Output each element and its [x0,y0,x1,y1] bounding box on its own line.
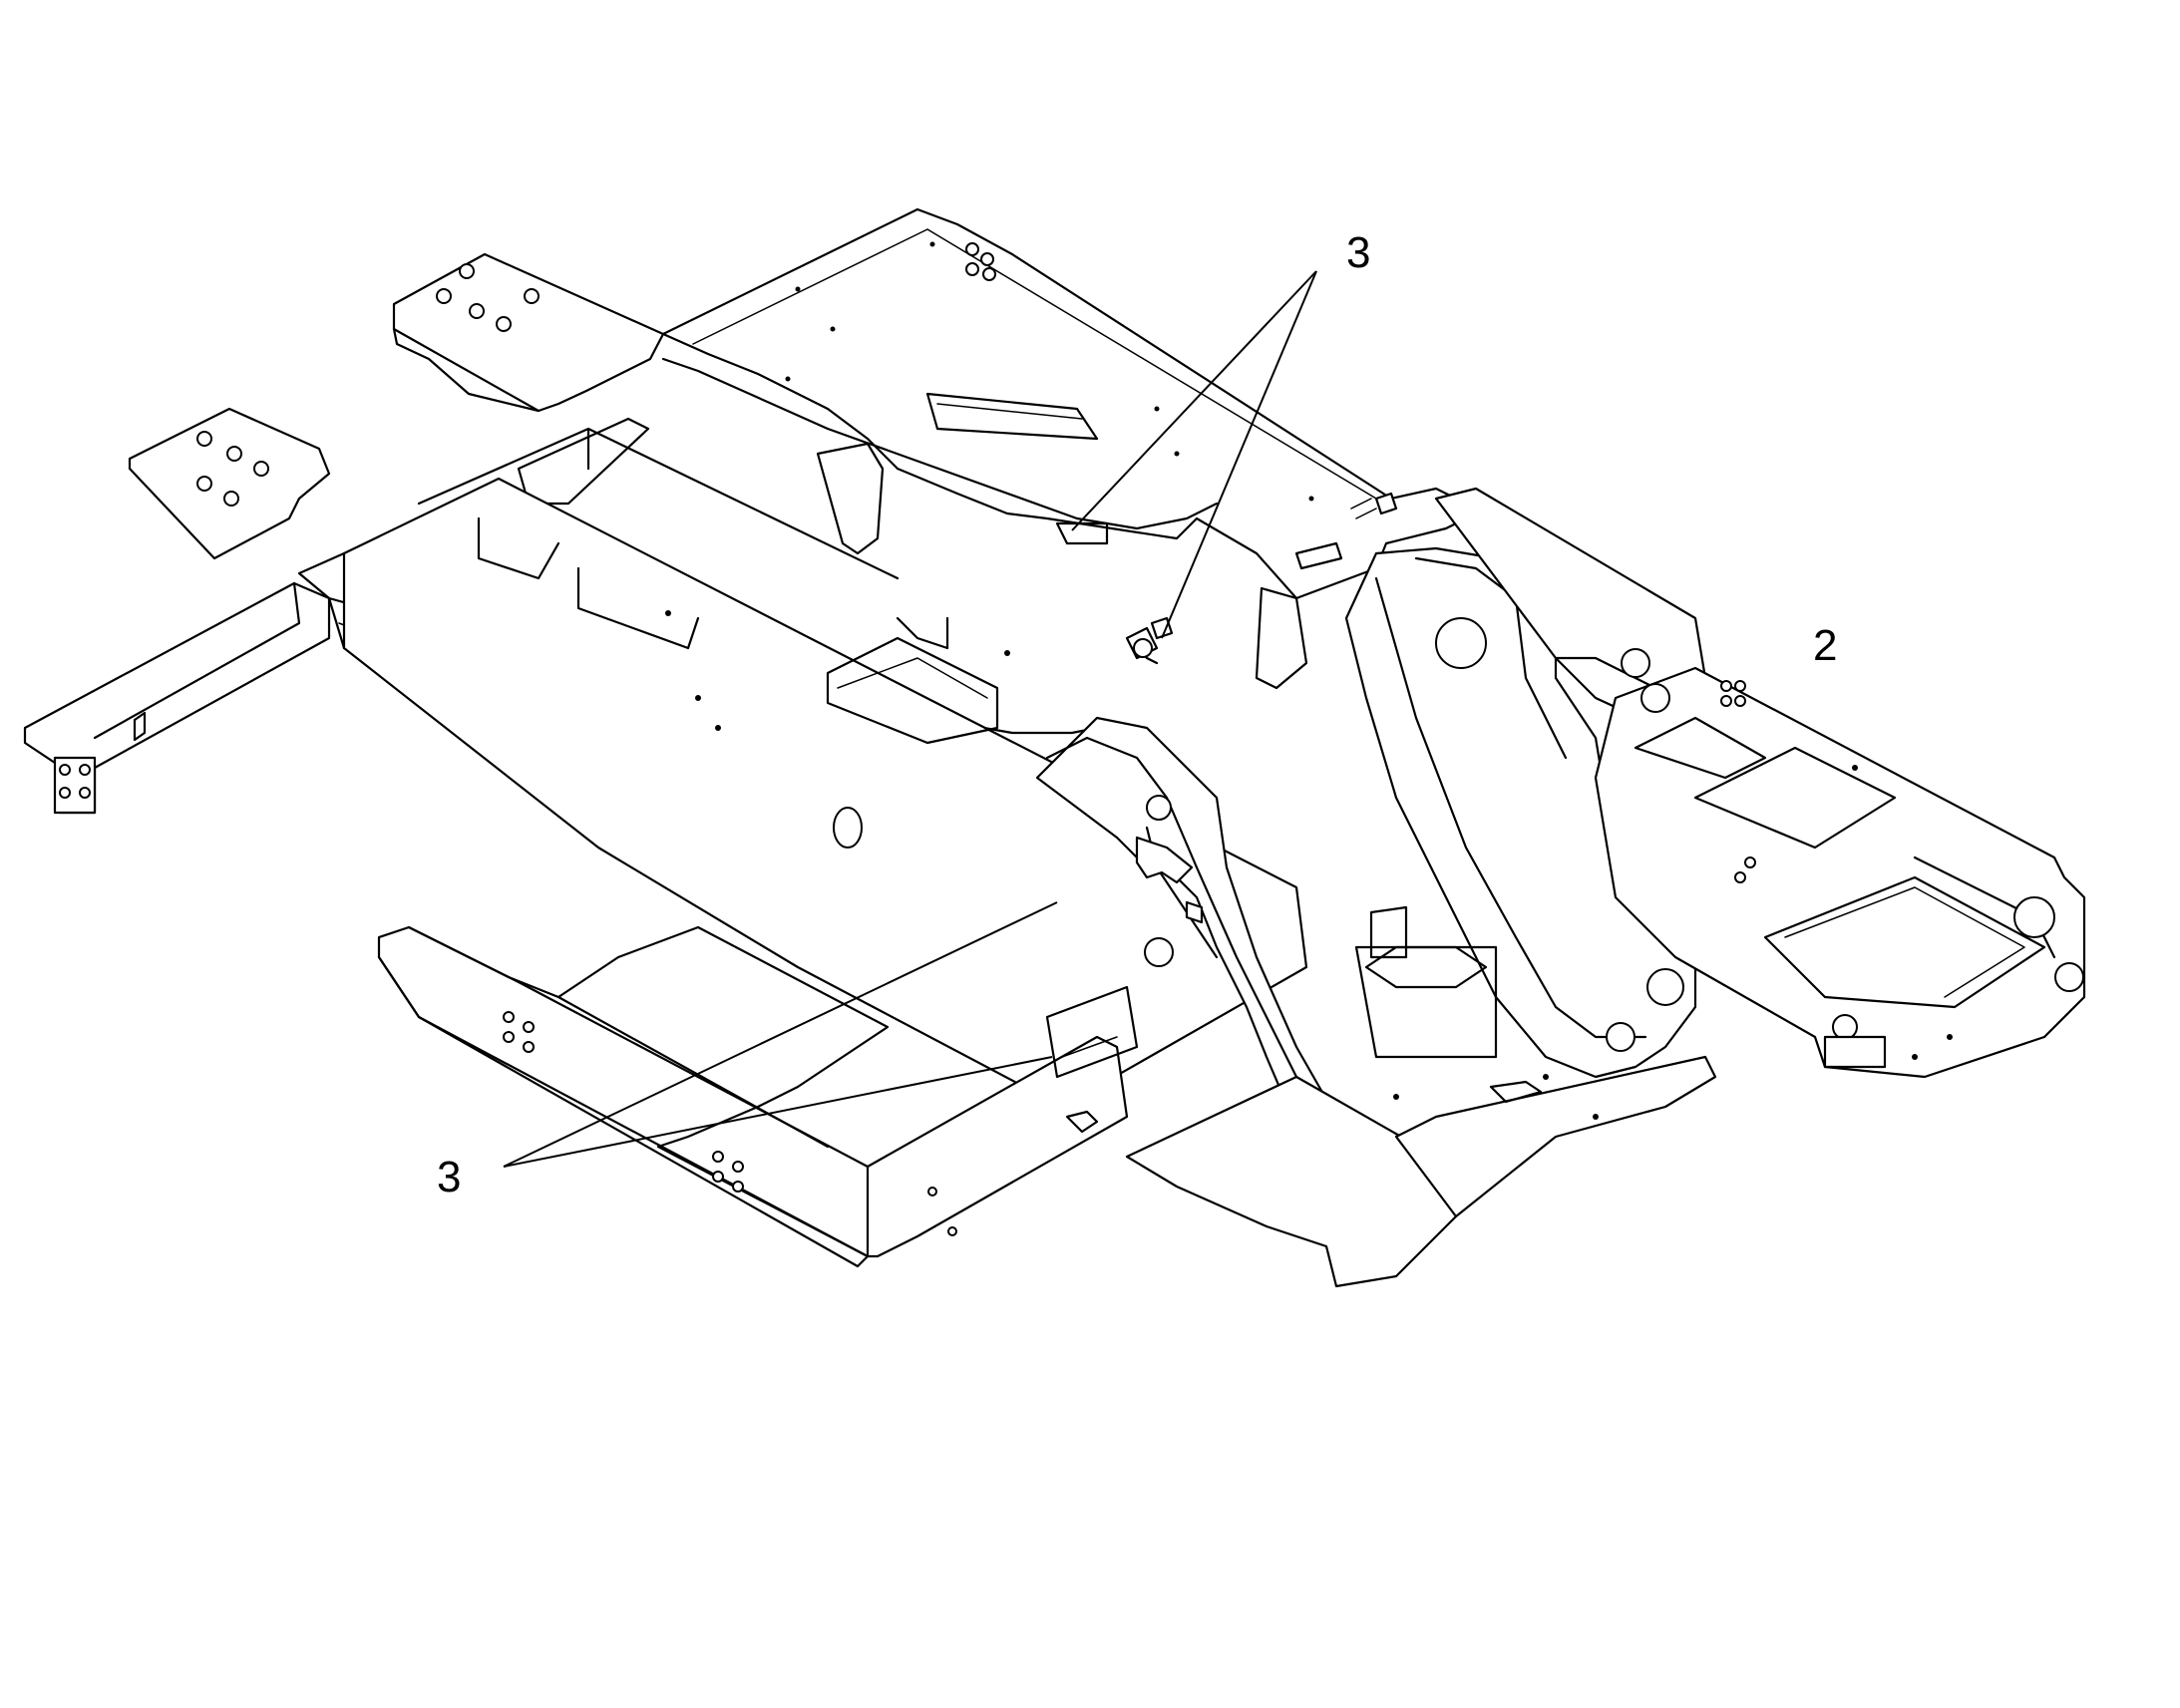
front-left-platform [377,925,1139,1268]
right-main-rail [661,207,1468,600]
boom-tower-right [1255,546,1697,1079]
callout-3-bottom-leaders [503,901,1058,1168]
right-rear-box-frame [1434,487,2086,1079]
callout-label-3-bottom: 3 [437,1153,461,1201]
brackets [1125,492,1398,665]
callout-label-3-top: 3 [1346,228,1370,277]
left-forward-outrigger [23,407,331,815]
base-plate [1125,905,1717,1288]
callout-3-top-leaders [1071,270,1317,639]
callout-label-2: 2 [1813,621,1837,670]
rear-upper-outrigger [392,252,665,413]
